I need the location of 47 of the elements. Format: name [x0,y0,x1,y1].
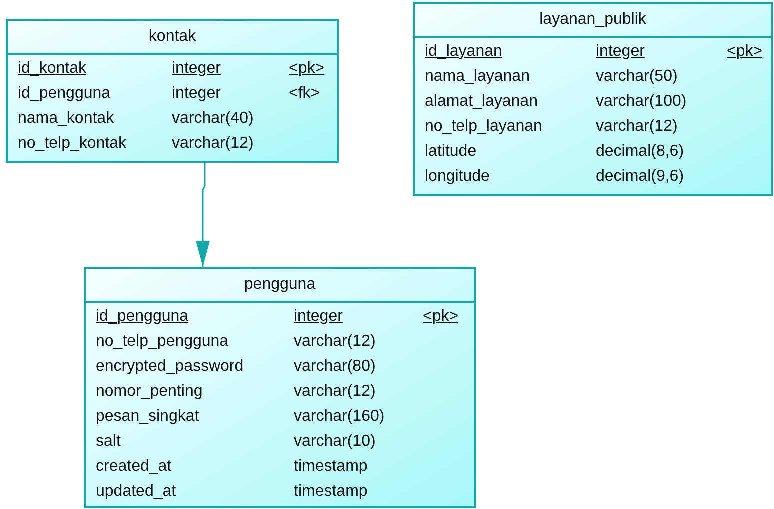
column-type: varchar(12) [294,332,376,352]
column-type: varchar(12) [294,382,376,402]
column-type: varchar(50) [596,67,678,87]
column-name: alamat_layanan [425,92,538,112]
key-marker: <pk> [289,59,325,79]
key-marker: <fk> [289,84,320,104]
column-name: id_kontak [18,59,86,79]
column-name: no_telp_kontak [18,134,127,154]
column-name: id_layanan [425,42,502,62]
column-name: updated_at [96,482,176,502]
column-name: longitude [425,167,490,187]
column-type: integer [294,307,343,327]
column-type: timestamp [294,482,368,502]
column-type: integer [596,42,645,62]
key-marker: <pk> [727,42,763,62]
column-type: varchar(100) [596,92,687,112]
column-type: integer [172,84,221,104]
column-type: decimal(9,6) [596,167,684,187]
key-marker: <pk> [423,307,459,327]
column-name: no_telp_pengguna [96,332,229,352]
table-title: pengguna [244,275,316,295]
column-name: id_pengguna [18,84,111,104]
column-name: nama_kontak [18,109,114,129]
relationship-arrow [196,163,210,267]
column-type: timestamp [294,457,368,477]
column-name: pesan_singkat [96,407,200,427]
column-name: created_at [96,457,172,477]
column-name: salt [96,432,121,452]
column-type: varchar(40) [172,109,254,129]
column-name: id_pengguna [96,307,189,327]
entity-table [84,267,476,508]
entity-table [413,2,773,196]
column-name: nomor_penting [96,382,203,402]
table-title: layanan_publik [540,10,646,30]
column-type: varchar(160) [294,407,385,427]
column-type: decimal(8,6) [596,142,684,162]
column-name: encrypted_password [96,357,244,377]
column-name: no_telp_layanan [425,117,542,137]
table-title: kontak [148,27,196,47]
column-type: varchar(12) [172,134,254,154]
column-type: varchar(80) [294,357,376,377]
column-type: integer [172,59,221,79]
column-name: latitude [425,142,477,162]
column-type: varchar(10) [294,432,376,452]
column-name: nama_layanan [425,67,530,87]
entity-table [6,19,339,163]
column-type: varchar(12) [596,117,678,137]
